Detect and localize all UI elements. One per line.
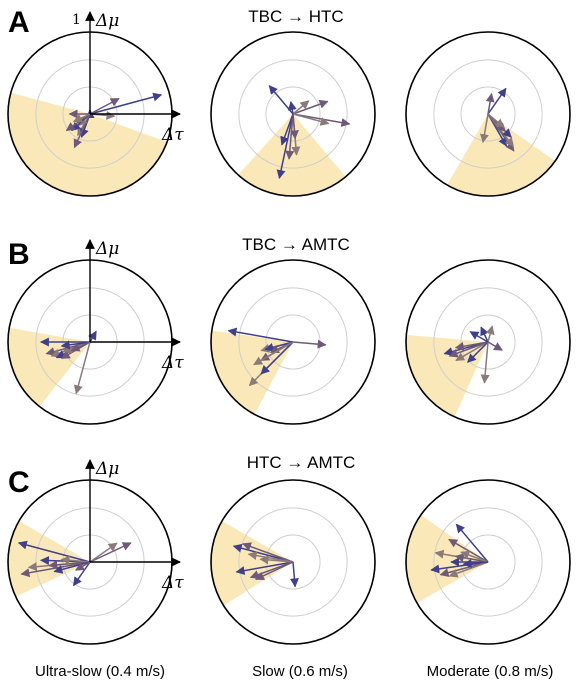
arrow-a-slow-3	[287, 101, 297, 115]
outer-circle-a-slow	[210, 31, 376, 197]
arrow-b-slow-8	[253, 341, 294, 366]
outer-circle-b-moderate	[405, 259, 571, 425]
arrow-a-slow-2	[292, 100, 310, 115]
arrow-b-moderate-5	[480, 341, 490, 384]
arrow-b-moderate-6	[480, 326, 489, 343]
arrow-c-ultra-slow-5	[60, 555, 91, 565]
sector-c-moderate	[406, 514, 488, 603]
panel-letter-a: A	[8, 6, 30, 39]
arrow-a-slow-4	[292, 113, 351, 127]
arrow-b-moderate-4	[454, 341, 489, 351]
sector-a-ultra-slow	[8, 92, 168, 197]
outer-circle-c-slow	[210, 479, 376, 645]
arrow-c-moderate-1	[448, 538, 489, 563]
arrow-a-ultra-slow-0	[89, 92, 163, 115]
comparison-title-b: TBC → AMTC	[242, 235, 350, 254]
arrow-b-moderate-7	[487, 341, 503, 351]
comparison-title-a: TBC → HTC	[248, 7, 343, 26]
polar-plot-a-moderate	[405, 31, 571, 197]
arrow-a-slow-6	[276, 113, 294, 180]
x-axis-label-a: Δτ	[161, 125, 184, 145]
arrow-b-ultra-slow-8	[73, 341, 91, 395]
x-axis-label-c: Δτ	[161, 573, 184, 593]
arrow-c-slow-6	[289, 561, 299, 588]
panel-letter-c: C	[8, 466, 30, 499]
arrow-c-slow-1	[242, 542, 294, 563]
arrow-c-slow-7	[255, 561, 294, 581]
sector-a-moderate	[447, 114, 556, 196]
arrow-c-moderate-8	[460, 550, 489, 563]
arrow-a-moderate-8	[487, 113, 505, 128]
arrow-a-ultra-slow-1	[89, 97, 120, 115]
arrow-b-slow-3	[260, 341, 294, 375]
row-a: A TBC → HTC	[7, 6, 571, 197]
y-axis-label-a: Δμ	[95, 11, 119, 31]
y-axis-label-b: Δμ	[95, 239, 119, 259]
grid-ring-a-moderate-1	[433, 59, 543, 169]
arrow-b-moderate-9	[469, 331, 489, 343]
polar-plot-b-moderate	[405, 259, 571, 425]
arrow-c-moderate-9	[462, 558, 489, 568]
arrow-c-ultra-slow-9	[72, 561, 91, 587]
radius-tick-label-a: 1	[72, 12, 81, 28]
grid-ring-a-slow-1	[238, 59, 348, 169]
arrow-c-slow-3	[235, 561, 294, 575]
arrow-c-slow-5	[259, 555, 294, 565]
y-axis-label-c: Δμ	[95, 459, 119, 479]
arrow-a-slow-5	[292, 113, 330, 126]
arrow-b-moderate-8	[485, 325, 495, 343]
outer-circle-b-slow	[210, 259, 376, 425]
arrow-c-ultra-slow-7	[89, 542, 132, 563]
speed-label-slow: Slow (0.6 m/s)	[252, 663, 348, 680]
arrow-b-moderate-2	[455, 341, 489, 362]
grid-ring-a-slow-0	[265, 86, 321, 142]
outer-circle-a-moderate	[405, 31, 571, 197]
arrow-a-ultra-slow-7	[73, 113, 91, 149]
arrow-b-moderate-3	[467, 341, 489, 363]
speed-label-ultra-slow: Ultra-slow (0.4 m/s)	[35, 663, 165, 680]
arrow-a-slow-1	[292, 99, 329, 115]
arrow-c-ultra-slow-0	[17, 540, 91, 563]
arrow-c-moderate-0	[455, 523, 489, 563]
arrow-b-slow-0	[227, 327, 294, 343]
arrow-c-ultra-slow-10	[75, 561, 91, 571]
x-axis-label-b: Δτ	[161, 353, 184, 373]
grid-ring-c-slow-1	[238, 507, 348, 617]
arrow-a-slow-10	[289, 113, 299, 140]
arrow-b-ultra-slow-9	[88, 330, 97, 343]
sector-c-slow	[211, 521, 293, 606]
grid-ring-c-moderate-1	[433, 507, 543, 617]
outer-circle-c-moderate	[405, 479, 571, 645]
grid-ring-b-moderate-1	[433, 287, 543, 397]
polar-plot-b-slow	[210, 259, 376, 425]
row-b: B TBC → AMTC	[7, 235, 571, 425]
polar-plot-c-slow	[210, 479, 376, 645]
arrow-a-moderate-0	[487, 87, 507, 115]
polar-plot-a-slow	[210, 31, 376, 197]
arrow-a-ultra-slow-11	[72, 113, 91, 123]
speed-label-moderate: Moderate (0.8 m/s)	[427, 663, 554, 680]
arrow-c-ultra-slow-8	[89, 542, 118, 563]
polar-plot-c-moderate	[405, 479, 571, 645]
arrow-c-moderate-5	[448, 561, 489, 578]
grid-ring-b-slow-1	[238, 287, 348, 397]
arrow-a-moderate-1	[485, 92, 495, 115]
arrow-a-slow-9	[280, 113, 294, 146]
panel-letter-b: B	[8, 238, 30, 271]
row-c: C HTC → AMTC	[7, 453, 571, 645]
arrow-b-slow-1	[292, 339, 327, 349]
comparison-title-c: HTC → AMTC	[247, 453, 356, 472]
arrow-a-moderate-2	[479, 113, 489, 144]
sector-b-slow	[211, 330, 293, 415]
arrow-b-ultra-slow-7	[70, 341, 91, 352]
